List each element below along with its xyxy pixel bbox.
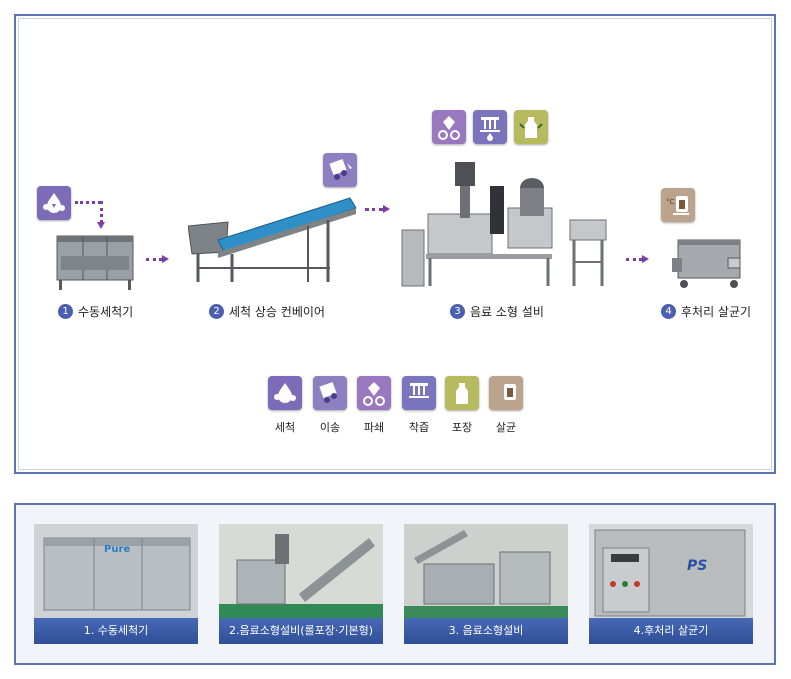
washing-elevator-conveyor [188, 197, 357, 282]
sterilize-icon: °C [661, 188, 695, 222]
legend-transfer: 이송 [310, 376, 350, 435]
photo-manual-washer: Pure 1. 수동세척기 [34, 524, 198, 644]
legend-wash: 세척 [265, 376, 305, 435]
photo-sterilizer: PS 4.후처리 살균기 [589, 524, 753, 644]
photo-caption-3: 3. 음료소형설비 [404, 618, 568, 644]
legend-packaging: 포장 [442, 376, 482, 435]
juice-press-icon [473, 110, 507, 144]
small-beverage-equipment [401, 162, 607, 287]
photo-beverage-roll-pack: 2.음료소형설비(롤포장·기본형) [219, 524, 383, 644]
transfer-icon [313, 376, 347, 410]
legend-sterilize: 살균 [486, 376, 526, 435]
wash-icon [37, 186, 71, 220]
brand-logo-pure: Pure [104, 544, 131, 555]
manual-washer-machine [56, 235, 134, 290]
post-treatment-sterilizer [672, 239, 741, 288]
crush-icon [432, 110, 466, 144]
juice-press-icon [402, 376, 436, 410]
legend-juice: 착즙 [399, 376, 439, 435]
photo-beverage-equipment: 3. 음료소형설비 [404, 524, 568, 644]
svg-text:°C: °C [666, 198, 675, 206]
transfer-icon [323, 153, 357, 187]
packaging-icon [445, 376, 479, 410]
photo-caption-1: 1. 수동세척기 [34, 618, 198, 644]
photo-caption-2: 2.음료소형설비(롤포장·기본형) [219, 618, 383, 644]
legend-crush: 파쇄 [354, 376, 394, 435]
process-flow-panel [14, 14, 776, 474]
wash-icon [268, 376, 302, 410]
sterilize-icon [489, 376, 523, 410]
packaging-icon [514, 110, 548, 144]
crush-icon [357, 376, 391, 410]
photo-caption-4: 4.후처리 살균기 [589, 618, 753, 644]
brand-logo-ps: PS [687, 558, 708, 574]
